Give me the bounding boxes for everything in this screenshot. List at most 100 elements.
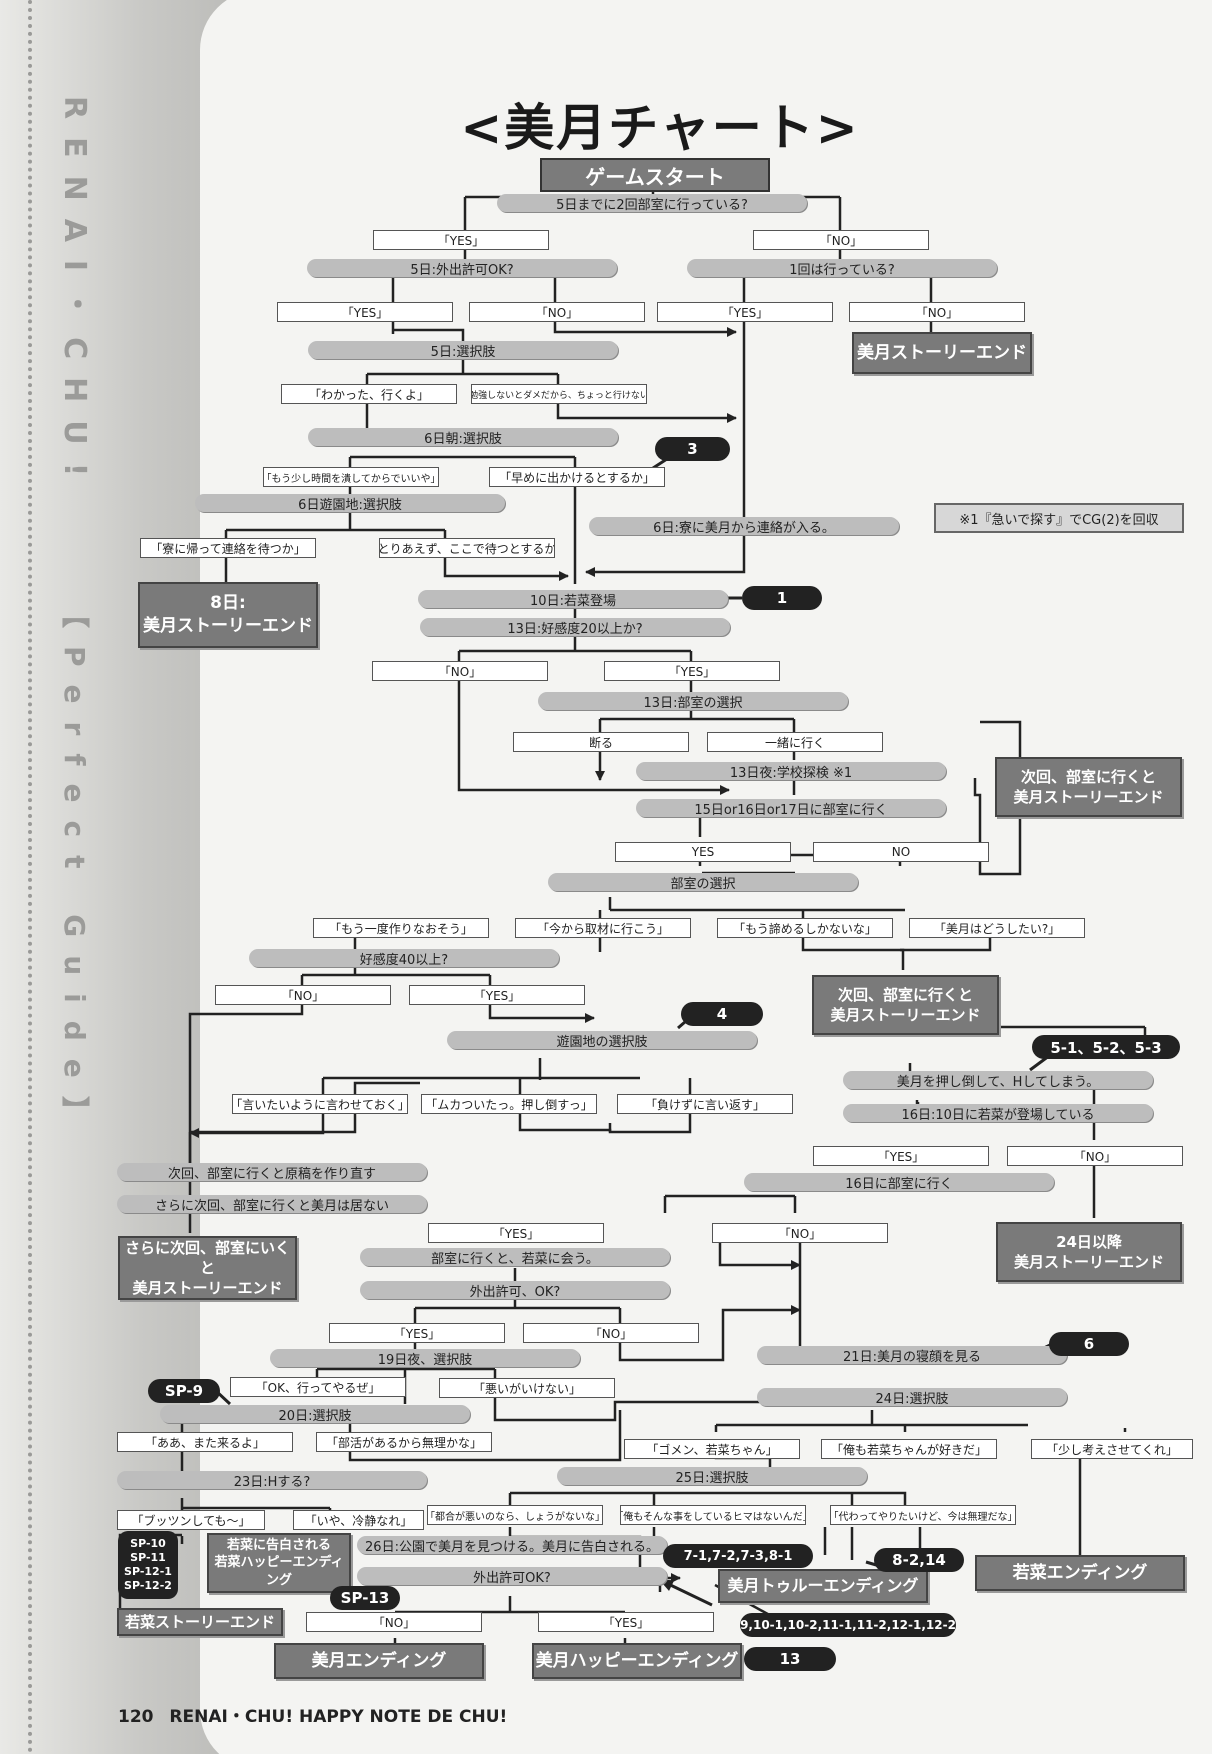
ending-label: 美月ストーリーエンド <box>132 1279 283 1298</box>
option-box: 「わかった、行くよ」 <box>281 384 457 404</box>
scene-badge-line: SP-12-2 <box>124 1579 172 1592</box>
option-box: 「寮に帰って連絡を待つか」 <box>140 538 316 558</box>
option-box: 「NO」 <box>523 1323 699 1343</box>
option-box: 「ゴメン、若菜ちゃん」 <box>624 1439 800 1459</box>
question-node: 6日朝:選択肢 <box>308 428 618 446</box>
option-box: 「YES」 <box>538 1612 714 1632</box>
question-node: 19日夜、選択肢 <box>270 1349 580 1367</box>
connector <box>510 1491 907 1510</box>
scene-badge: 4 <box>681 1002 763 1026</box>
option-box: 「NO」 <box>215 985 391 1005</box>
ending-label: 若菜に告白される <box>226 1537 331 1553</box>
question-node: 遊園地の選択肢 <box>447 1031 757 1049</box>
connector <box>457 679 730 795</box>
question-node: 23日:Hする? <box>117 1471 427 1489</box>
question-node: 24日:選択肢 <box>757 1388 1067 1406</box>
ending-box: 若菜に告白される 若菜ハッピーエンディング <box>207 1533 351 1593</box>
connector <box>493 1397 801 1422</box>
option-box: 「NO」 <box>372 661 548 681</box>
option-box: 「YES」 <box>373 230 549 250</box>
connector <box>973 720 1022 876</box>
ending-box: 次回、部室に行くと 美月ストーリーエンド <box>995 757 1182 817</box>
question-node: 美月を押し倒して、Hしてしまう。 <box>843 1071 1153 1089</box>
page-footer: 120 RENAI・CHU! HAPPY NOTE DE CHU! <box>118 1702 507 1727</box>
question-node: 13日:好感度20以上か? <box>420 618 730 636</box>
question-node: 10日:若菜登場 <box>418 590 728 608</box>
question-node: 5日:選択肢 <box>308 341 618 359</box>
question-node: 25日:選択肢 <box>557 1467 867 1485</box>
question-node: さらに次回、部室に行くと美月は居ない <box>117 1195 427 1213</box>
option-box: 「NO」 <box>849 302 1025 322</box>
question-node: 16日に部室に行く <box>744 1173 1054 1191</box>
ending-label: 美月エンディング <box>311 1650 447 1671</box>
ending-box: さらに次回、部室にいくと 美月ストーリーエンド <box>118 1236 297 1300</box>
ending-label: 次回、部室に行くと <box>1020 767 1156 786</box>
connector <box>189 1113 325 1138</box>
footer-text: RENAI・CHU! HAPPY NOTE DE CHU! <box>169 1707 508 1727</box>
question-node: 15日or16日or17日に部室に行く <box>636 799 946 817</box>
connector <box>393 328 465 341</box>
question-node: 6日遊園地:選択肢 <box>195 494 505 512</box>
scene-badge: SP-13 <box>330 1586 400 1610</box>
scene-badge: 7-1,7-2,7-3,8-1 <box>663 1544 813 1568</box>
option-box: 「部活があるから無理かな」 <box>316 1432 492 1452</box>
ending-box: 若菜ストーリーエンド <box>117 1608 283 1636</box>
ending-label: 美月ストーリーエンド <box>857 342 1027 363</box>
badge-pointer <box>659 1578 713 1607</box>
spine-dots <box>28 0 32 1754</box>
option-box: 「もう諦めるしかないな」 <box>717 918 893 938</box>
question-node: 部室に行くと、若菜に会う。 <box>360 1248 670 1266</box>
ending-label: 若菜ストーリーエンド <box>124 1612 275 1631</box>
ending-box: 24日以降 美月ストーリーエンド <box>996 1222 1182 1282</box>
question-node: 13日夜:学校探検 ※1 <box>636 762 946 780</box>
connector-group <box>118 187 1147 1645</box>
question-node: 13日:部室の選択 <box>538 692 848 710</box>
question-node: 部室の選択 <box>548 873 858 891</box>
question-node: 外出許可、OK? <box>360 1281 670 1299</box>
option-box: 「いや、冷静なれ」 <box>293 1510 424 1530</box>
question-node: 16日:10日に若菜が登場している <box>843 1104 1153 1122</box>
ending-label: 美月ストーリーエンド <box>143 616 313 636</box>
option-box: 「NO」 <box>469 302 645 322</box>
page-number: 120 <box>118 1707 154 1727</box>
option-box: 「ブッツンしても〜」 <box>117 1510 265 1530</box>
question-node: 好感度40以上? <box>249 949 559 967</box>
option-box: 「YES」 <box>409 985 585 1005</box>
question-node: 5日:外出許可OK? <box>307 259 617 277</box>
ending-box: 次回、部室に行くと 美月ストーリーエンド <box>812 975 999 1035</box>
connector <box>900 937 992 952</box>
start-node: ゲームスタート <box>540 158 770 192</box>
option-box: 「ああ、また来るよ」 <box>117 1432 293 1452</box>
question-node: 外出許可OK? <box>357 1567 667 1585</box>
scene-badge-line: SP-11 <box>130 1551 166 1564</box>
question-node: 次回、部室に行くと原稿を作り直す <box>117 1163 427 1181</box>
option-box: 「OK、行ってやるぜ」 <box>230 1377 406 1397</box>
option-box: 「勉強しないとダメだから、ちょっと行けない」 <box>471 384 647 404</box>
option-box: YES <box>615 842 791 862</box>
scene-badge: 13 <box>744 1647 836 1671</box>
option-box: 「俺も若菜ちゃんが好きだ」 <box>821 1439 997 1459</box>
option-box: 「早めに出かけるとするか」 <box>489 467 665 487</box>
vertical-guide: 【Perfect Guide】 <box>58 600 91 1142</box>
ending-label: 若菜エンディング <box>1012 1562 1148 1583</box>
connector <box>188 1003 304 1177</box>
ending-box: 美月エンディング <box>274 1643 484 1679</box>
option-box: 「YES」 <box>657 302 833 322</box>
option-box: 「美月はどうしたい?」 <box>909 918 1085 938</box>
option-box: 「YES」 <box>329 1323 505 1343</box>
option-box: 「俺もそんな事をしているヒマはないんだ」 <box>620 1505 806 1525</box>
ending-label: 美月ストーリーエンド <box>830 1006 981 1024</box>
scene-badge-stack: SP-10 SP-11 SP-12-1 SP-12-2 <box>118 1531 178 1599</box>
ending-label: 美月トゥルーエンディング <box>727 1576 919 1596</box>
option-box: 「NO」 <box>1007 1146 1183 1166</box>
option-box: NO <box>813 842 989 862</box>
option-box: 「YES」 <box>604 661 780 681</box>
scene-badge-line: SP-10 <box>130 1537 166 1550</box>
connector <box>488 1003 595 1023</box>
ending-label: 8日: <box>210 593 246 614</box>
scene-badge: 5-1、5-2、5-3 <box>1032 1035 1180 1059</box>
option-box: 「言いたいように言わせておく」 <box>232 1094 408 1114</box>
connector <box>348 1410 622 1462</box>
option-box: 「都合が悪いのなら、しょうがないな」 <box>427 1505 603 1525</box>
